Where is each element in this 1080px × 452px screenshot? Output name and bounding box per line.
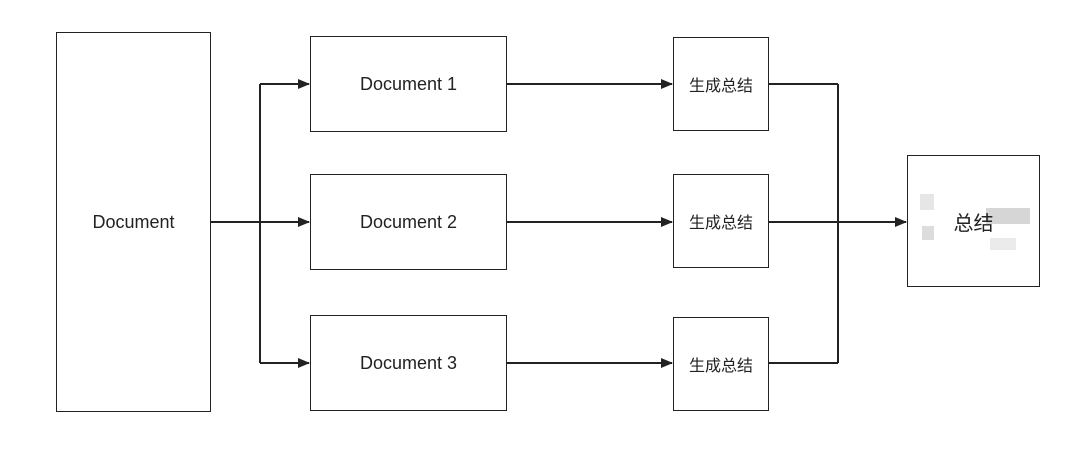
chunk-document-box-3: Document 3 <box>310 315 507 411</box>
blur-patch <box>920 194 934 210</box>
chunk-document-label-2: Document 2 <box>359 211 458 232</box>
chunk-document-label-1: Document 1 <box>359 73 458 94</box>
blur-patch <box>922 226 934 240</box>
final-summary-box: 总结 <box>907 155 1040 287</box>
blur-patch <box>986 208 1030 224</box>
generate-summary-box-3: 生成总结 <box>673 317 769 411</box>
source-document-label: Document <box>92 211 175 232</box>
source-document-box: Document <box>56 32 211 412</box>
generate-summary-label-2: 生成总结 <box>688 213 753 232</box>
generate-summary-box-1: 生成总结 <box>673 37 769 131</box>
generate-summary-label-1: 生成总结 <box>688 76 753 95</box>
generate-summary-box-2: 生成总结 <box>673 174 769 268</box>
blur-patch <box>990 238 1016 250</box>
final-summary-label: 总结 <box>953 210 994 235</box>
chunk-document-box-2: Document 2 <box>310 174 507 270</box>
chunk-document-box-1: Document 1 <box>310 36 507 132</box>
generate-summary-label-3: 生成总结 <box>688 356 753 375</box>
chunk-document-label-3: Document 3 <box>359 352 458 373</box>
